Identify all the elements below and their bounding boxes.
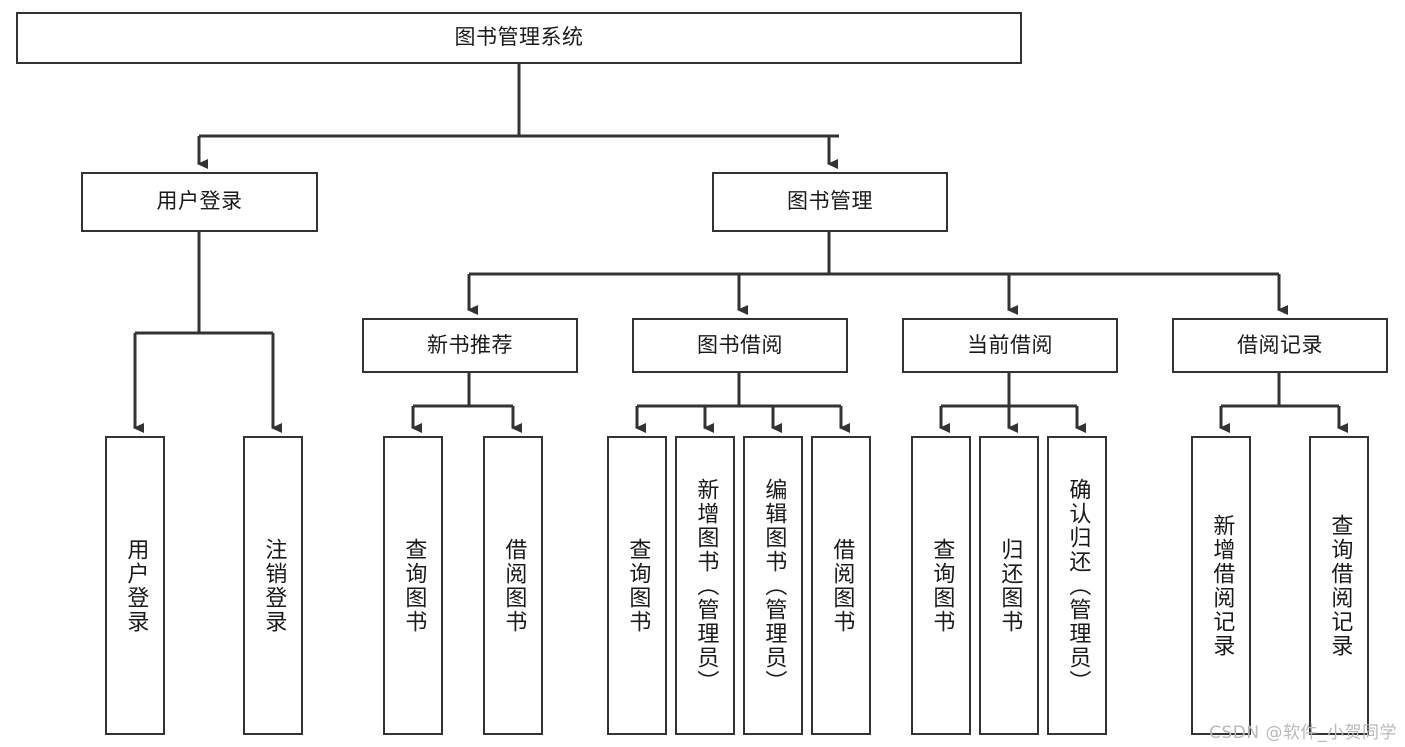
node-leaf-logout[interactable]: 注销登录 — [243, 436, 303, 735]
node-leaf-borrow-book-2[interactable]: 借阅图书 — [811, 436, 871, 735]
node-leaf-user-login-label: 用户登录 — [123, 537, 149, 634]
node-current-borrow[interactable]: 当前借阅 — [902, 318, 1118, 373]
node-leaf-add-record-label: 新增借阅记录 — [1209, 513, 1235, 658]
node-leaf-add-book-label: 新增图书（管理员） — [693, 477, 719, 694]
node-new-book-rec-label: 新书推荐 — [427, 332, 513, 357]
node-borrow-record-label: 借阅记录 — [1237, 332, 1323, 357]
node-borrow-record[interactable]: 借阅记录 — [1172, 318, 1388, 373]
node-leaf-confirm-return-label: 确认归还（管理员） — [1065, 477, 1091, 694]
node-leaf-add-record[interactable]: 新增借阅记录 — [1191, 436, 1251, 735]
node-current-borrow-label: 当前借阅 — [967, 332, 1053, 357]
node-root-label: 图书管理系统 — [454, 25, 584, 50]
node-leaf-edit-book-label: 编辑图书（管理员） — [761, 477, 787, 694]
node-leaf-query-book-2-label: 查询图书 — [625, 537, 651, 634]
node-user-login-label: 用户登录 — [156, 189, 243, 214]
node-leaf-query-book-1-label: 查询图书 — [401, 537, 427, 634]
node-leaf-query-record[interactable]: 查询借阅记录 — [1309, 436, 1369, 735]
node-leaf-query-book-3-label: 查询图书 — [929, 537, 955, 634]
node-leaf-query-record-label: 查询借阅记录 — [1327, 513, 1353, 658]
node-leaf-borrow-book-1-label: 借阅图书 — [501, 537, 527, 634]
node-leaf-return-book-label: 归还图书 — [997, 537, 1023, 634]
node-book-borrow-label: 图书借阅 — [697, 332, 783, 357]
node-root[interactable]: 图书管理系统 — [16, 12, 1022, 64]
node-leaf-query-book-3[interactable]: 查询图书 — [911, 436, 971, 735]
node-leaf-add-book[interactable]: 新增图书（管理员） — [675, 436, 735, 735]
node-leaf-query-book-2[interactable]: 查询图书 — [607, 436, 667, 735]
node-book-manage-label: 图书管理 — [787, 189, 873, 214]
node-new-book-rec[interactable]: 新书推荐 — [362, 318, 578, 373]
node-leaf-user-login[interactable]: 用户登录 — [105, 436, 165, 735]
node-book-borrow[interactable]: 图书借阅 — [632, 318, 848, 373]
node-book-manage[interactable]: 图书管理 — [712, 172, 948, 232]
node-leaf-return-book[interactable]: 归还图书 — [979, 436, 1039, 735]
node-leaf-edit-book[interactable]: 编辑图书（管理员） — [743, 436, 803, 735]
node-leaf-query-book-1[interactable]: 查询图书 — [383, 436, 443, 735]
node-leaf-confirm-return[interactable]: 确认归还（管理员） — [1047, 436, 1107, 735]
node-leaf-borrow-book-1[interactable]: 借阅图书 — [483, 436, 543, 735]
node-leaf-logout-label: 注销登录 — [261, 537, 287, 634]
node-leaf-borrow-book-2-label: 借阅图书 — [829, 537, 855, 634]
node-user-login[interactable]: 用户登录 — [81, 172, 318, 232]
